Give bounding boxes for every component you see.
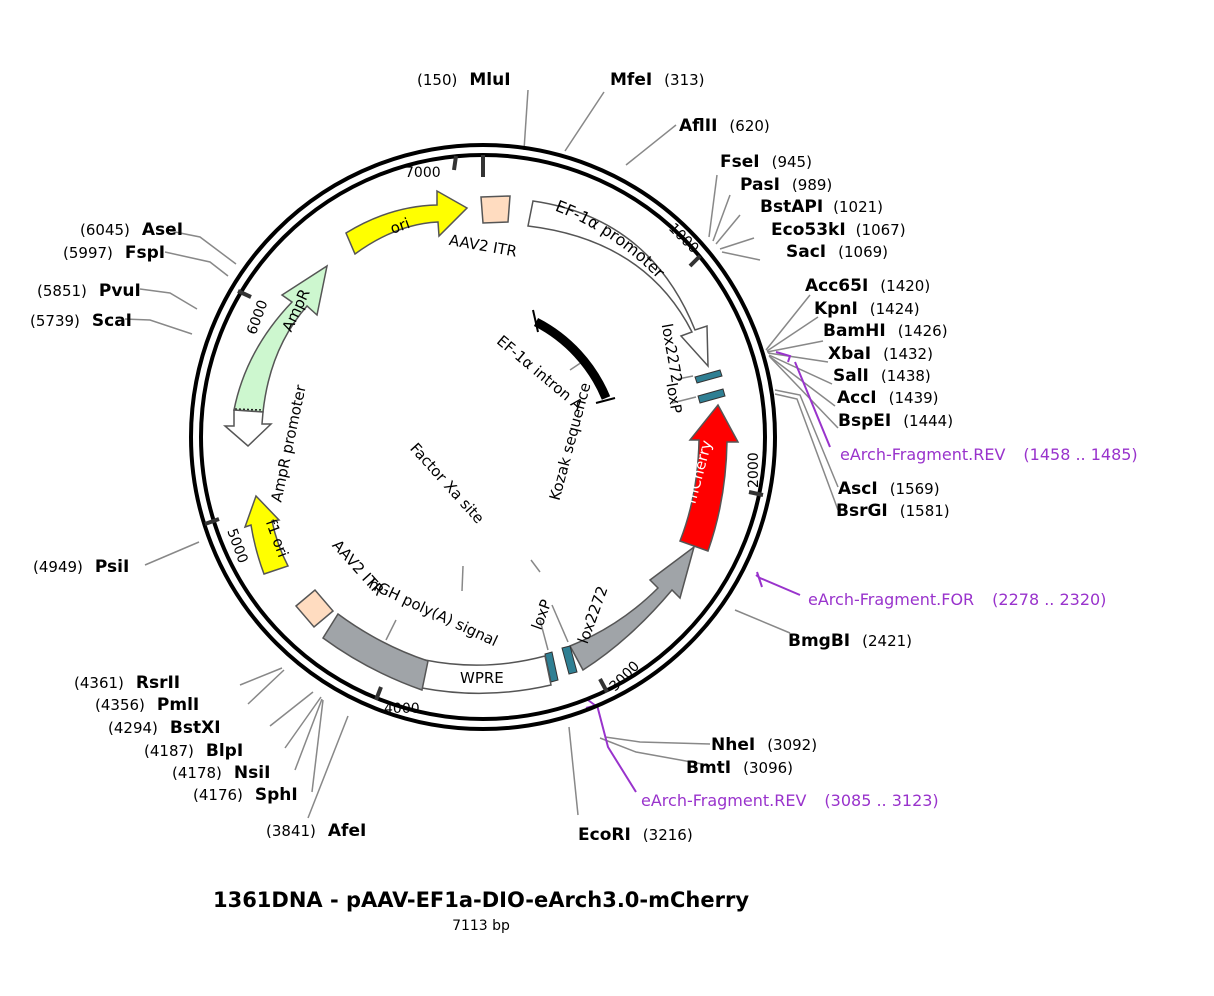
enzyme-site-acci: AccI(1439) xyxy=(837,388,939,408)
enzyme-site-sphi: (4176)SphI xyxy=(193,785,298,805)
enzyme-site-asci: AscI(1569) xyxy=(838,479,940,499)
lox2272-bottom-box xyxy=(561,645,578,675)
enzyme-site-acc65i: Acc65I(1420) xyxy=(805,276,930,296)
ori-arrow xyxy=(345,189,469,256)
enzyme-site-bmti: BmtI(3096) xyxy=(686,758,793,778)
enzyme-site-bspei: BspEI(1444) xyxy=(838,411,953,431)
enzyme-site-pvui: (5851)PvuI xyxy=(37,281,141,301)
tick-3000: 3000 xyxy=(607,658,644,695)
enzyme-site-rsrii: (4361)RsrII xyxy=(74,673,180,693)
enzyme-site-kpni: KpnI(1424) xyxy=(814,299,920,319)
enzyme-labels: (150)MluI MfeI(313) AflII(620) FseI(945)… xyxy=(30,70,953,845)
mcherry-arrow xyxy=(679,403,740,552)
enzyme-site-aflii: AflII(620) xyxy=(679,116,770,136)
map-title: 1361DNA - pAAV-EF1a-DIO-eArch3.0-mCherry xyxy=(213,888,749,912)
enzyme-site-psii: (4949)PsiI xyxy=(33,557,129,577)
ampr-promoter-label: AmpR promoter xyxy=(267,383,310,504)
factor-xa-label: Factor Xa site xyxy=(406,439,488,527)
enzyme-site-xbai: XbaI(1432) xyxy=(828,344,933,364)
enzyme-site-pasi: PasI(989) xyxy=(740,175,832,195)
primer-for: eArch-Fragment.FOR(2278 .. 2320) xyxy=(808,590,1106,609)
enzyme-site-pmli: (4356)PmlI xyxy=(95,695,199,715)
enzyme-site-sali: SalI(1438) xyxy=(833,366,931,386)
map-length: 7113 bp xyxy=(452,918,510,934)
primer-rev-1: eArch-Fragment.REV(1458 .. 1485) xyxy=(840,445,1138,464)
wpre-box xyxy=(421,655,552,695)
enzyme-site-blpi: (4187)BlpI xyxy=(144,741,243,761)
loxp-top-label: loxP xyxy=(662,381,685,414)
backbone-outer xyxy=(189,143,777,731)
ampr-arrow xyxy=(233,264,329,413)
f1-ori-arrow xyxy=(243,494,290,575)
tick-7000: 7000 xyxy=(405,165,441,181)
enzyme-site-mfei: MfeI(313) xyxy=(610,70,705,90)
enzyme-site-eco53ki: Eco53kI(1067) xyxy=(771,220,906,240)
itr-top-box xyxy=(480,195,511,224)
tick-2000: 2000 xyxy=(746,452,762,488)
enzyme-site-scai: (5739)ScaI xyxy=(30,311,132,331)
itr-bottom-box xyxy=(294,588,335,629)
loxp-bottom-label: loxP xyxy=(528,597,555,632)
aav2-itr-top-label: AAV2 ITR xyxy=(448,231,519,261)
enzyme-site-afei: (3841)AfeI xyxy=(266,821,366,841)
ef1a-promoter-arrow xyxy=(527,200,709,369)
feature-arrows xyxy=(222,189,740,695)
enzyme-site-mlui: (150)MluI xyxy=(417,70,511,90)
enzyme-site-ecori: EcoRI(3216) xyxy=(578,825,693,845)
enzyme-site-fspi: (5997)FspI xyxy=(63,243,165,263)
lox2272-top-label: lox2272 xyxy=(658,322,686,384)
scale-ticks xyxy=(204,155,764,701)
loxp-top-box xyxy=(697,388,726,404)
primer-labels: eArch-Fragment.REV(1458 .. 1485) eArch-F… xyxy=(641,445,1138,810)
enzyme-site-bsrgi: BsrGI(1581) xyxy=(836,501,950,521)
enzyme-site-bamhi: BamHI(1426) xyxy=(823,321,948,341)
tick-4000: 4000 xyxy=(384,701,420,717)
hgh-polya-box xyxy=(321,612,429,691)
primer-rev-2: eArch-Fragment.REV(3085 .. 3123) xyxy=(641,791,939,810)
enzyme-site-bmgbi: BmgBI(2421) xyxy=(788,631,912,651)
enzyme-site-nsii: (4178)NsiI xyxy=(172,763,270,783)
earch-arrow xyxy=(568,545,696,672)
enzyme-site-bstapi: BstAPI(1021) xyxy=(760,197,883,217)
enzyme-site-saci: SacI(1069) xyxy=(786,242,888,262)
lox2272-top-box xyxy=(694,369,723,384)
aav2-itr-bottom-label: AAV2 ITR xyxy=(328,536,387,599)
ori-label: ori xyxy=(388,214,412,238)
wpre-label: WPRE xyxy=(460,669,504,687)
enzyme-site-bstxi: (4294)BstXI xyxy=(108,718,221,738)
enzyme-site-asei: (6045)AseI xyxy=(80,220,183,240)
enzyme-site-nhei: NheI(3092) xyxy=(711,735,817,755)
enzyme-site-fsei: FseI(945) xyxy=(720,152,812,172)
ef1a-intron-arc xyxy=(533,317,611,400)
ampr-promoter-arrow xyxy=(222,409,273,448)
